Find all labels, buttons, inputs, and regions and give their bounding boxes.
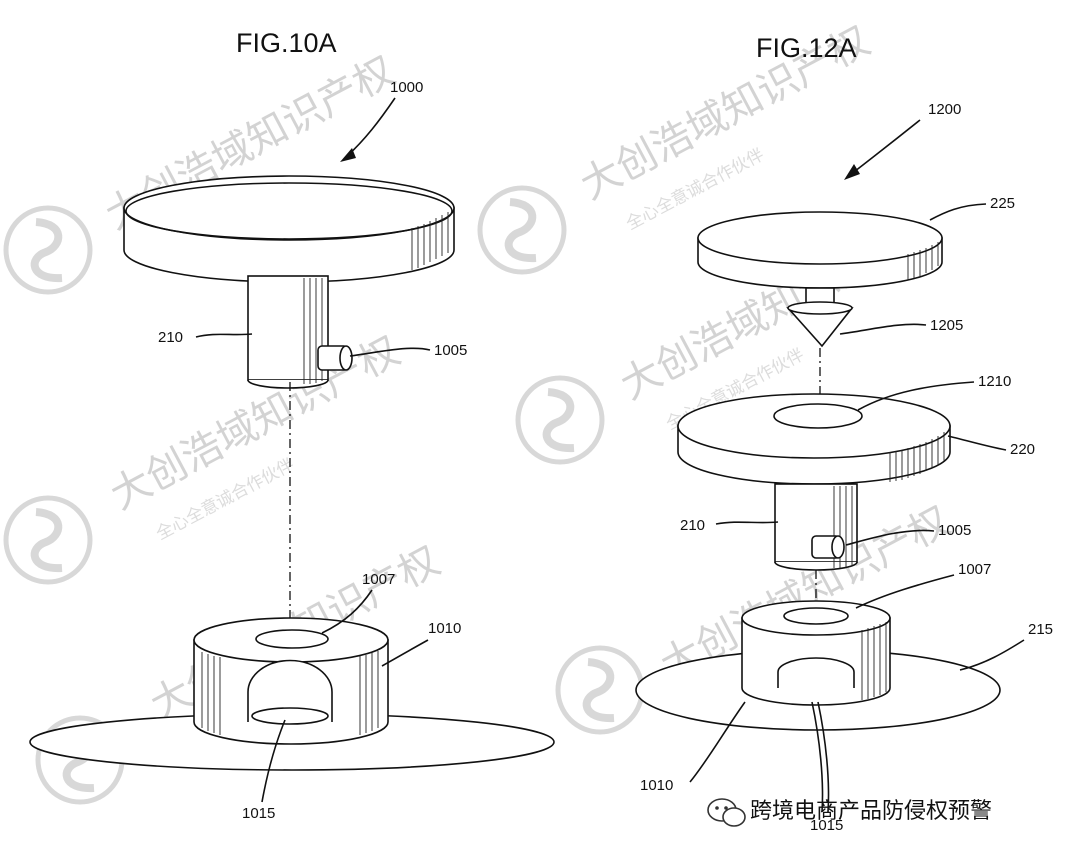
leader-line xyxy=(947,435,1007,451)
leader-line xyxy=(811,701,824,813)
ref-label-1005: 1005 xyxy=(434,342,467,359)
arrow-head xyxy=(340,148,356,162)
leader-line xyxy=(689,701,746,783)
footer-badge: 跨境电商产品防侵权预警 xyxy=(707,798,992,827)
ref-label-1010: 1010 xyxy=(428,620,461,637)
top-disc xyxy=(123,175,455,283)
leader-line xyxy=(849,119,921,176)
leader-line xyxy=(349,347,431,357)
ref-label-1015: 1015 xyxy=(810,817,843,834)
ref-label-1205: 1205 xyxy=(930,317,963,334)
figure-10a: FIG.10A 1000 xyxy=(29,28,555,822)
watermark-logo-icon xyxy=(3,205,93,295)
watermark-logo-icon xyxy=(555,645,645,735)
top-disc-225 xyxy=(697,211,943,289)
ref-label-1015: 1015 xyxy=(242,805,275,822)
figure-title: FIG.12A xyxy=(756,33,857,63)
ring-220 xyxy=(677,393,951,485)
figure-12a: FIG.12A 1200 225 1205 xyxy=(635,33,1053,834)
shaft-210 xyxy=(774,483,858,571)
watermark-logo-icon xyxy=(3,495,93,585)
ref-label-1007: 1007 xyxy=(958,561,991,578)
tip-1205 xyxy=(786,287,854,348)
ref-label-1210: 1210 xyxy=(978,373,1011,390)
ref-label-220: 220 xyxy=(1010,441,1035,458)
leader-line xyxy=(195,333,253,338)
ref-label-210: 210 xyxy=(158,329,183,346)
leader-line xyxy=(321,589,373,634)
leader-line xyxy=(845,529,935,546)
arrow-head xyxy=(844,164,860,180)
ref-label-215: 215 xyxy=(1028,621,1053,638)
pin-1005 xyxy=(811,535,845,559)
wechat-icon xyxy=(707,798,746,827)
leader-line xyxy=(817,701,830,813)
footer-text: 跨境电商产品防侵权预警 xyxy=(750,799,992,824)
ref-label-1200: 1200 xyxy=(928,101,961,118)
ref-label-210: 210 xyxy=(680,517,705,534)
ref-label-1005: 1005 xyxy=(938,522,971,539)
leader-line xyxy=(855,574,955,609)
ref-label-1000: 1000 xyxy=(390,79,423,96)
pin-1005 xyxy=(317,345,353,371)
watermark-logo-icon xyxy=(477,185,567,275)
shaft-210 xyxy=(247,275,353,389)
ref-label-1007: 1007 xyxy=(362,571,395,588)
leader-line xyxy=(839,323,927,335)
leader-line xyxy=(261,719,286,803)
watermark-logo-icon xyxy=(515,375,605,465)
ref-label-1010: 1010 xyxy=(640,777,673,794)
receiver-1010 xyxy=(193,617,389,745)
leader-line xyxy=(959,639,1025,671)
receiver-1010 xyxy=(741,600,891,706)
leader-line xyxy=(929,203,987,221)
leader-line xyxy=(381,639,429,667)
ref-label-225: 225 xyxy=(990,195,1015,212)
leader-line xyxy=(715,521,779,525)
leader-line xyxy=(857,381,975,411)
figure-title: FIG.10A xyxy=(236,28,337,58)
